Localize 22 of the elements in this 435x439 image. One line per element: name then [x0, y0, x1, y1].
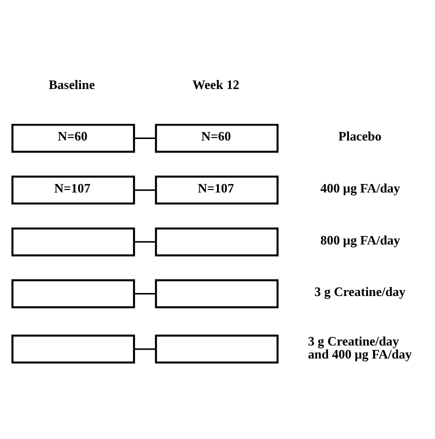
- connector: [134, 189, 156, 191]
- node-box: [11, 334, 136, 364]
- node-box: N=60: [154, 124, 279, 153]
- node-box: [154, 279, 279, 308]
- node-box: N=60: [11, 124, 136, 153]
- connector: [134, 241, 156, 243]
- node-box: N=107: [11, 176, 136, 205]
- label: 400 μg FA/day: [320, 180, 400, 196]
- label: 800 μg FA/day: [320, 232, 400, 248]
- label: Baseline: [48, 76, 95, 92]
- node-box: N=107: [154, 176, 279, 205]
- connector: [134, 138, 156, 140]
- label: Placebo: [338, 128, 382, 144]
- node-box: [154, 227, 279, 256]
- label: Week 12: [192, 76, 240, 92]
- connector: [134, 348, 156, 350]
- node-box: [11, 279, 136, 308]
- label: 3 g Creatine/day: [314, 284, 406, 300]
- label: 3 g Creatine/day and 400 μg FA/day: [308, 333, 412, 362]
- node-box: [11, 227, 136, 256]
- connector: [134, 293, 156, 294]
- node-box: [154, 334, 279, 364]
